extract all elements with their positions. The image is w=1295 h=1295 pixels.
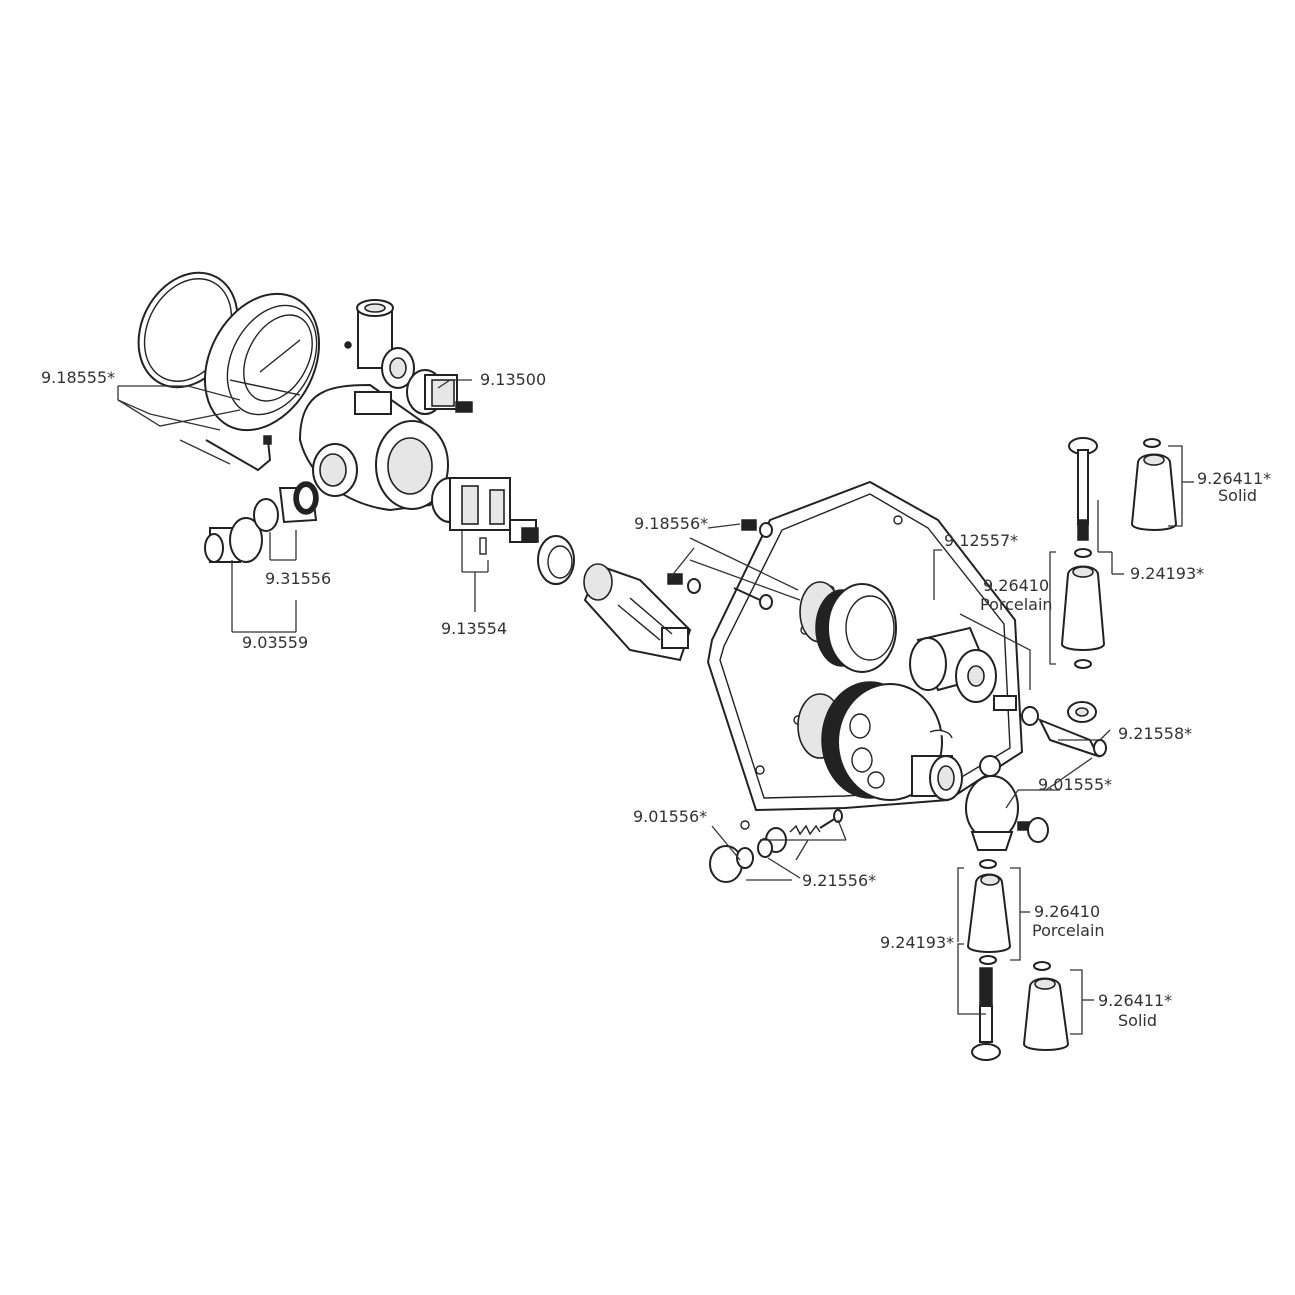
label-9-21556: 9.21556* xyxy=(802,871,876,890)
solid-handle-upper xyxy=(1130,453,1178,531)
solid-handle-lower xyxy=(1022,977,1070,1051)
label-9-26410-top: 9.26410 xyxy=(983,576,1049,595)
o-ring-upper-a xyxy=(1074,548,1092,558)
label-9-13554: 9.13554 xyxy=(441,619,507,638)
label-9-18556: 9.18556* xyxy=(634,514,708,533)
label-9-26411-top-solid: Solid xyxy=(1218,486,1257,505)
label-9-31556: 9.31556 xyxy=(265,569,331,588)
check-cartridge-upper xyxy=(406,369,473,415)
o-ring-lower-a xyxy=(979,859,997,869)
valve-body xyxy=(298,299,449,512)
insert-sleeve xyxy=(278,481,319,524)
allen-key xyxy=(205,435,272,472)
label-9-24193-top: 9.24193* xyxy=(1130,564,1204,583)
fixing-screws xyxy=(667,519,773,610)
label-9-18555: 9.18555* xyxy=(41,368,115,387)
label-9-26410-bottom: 9.26410 xyxy=(1034,902,1100,921)
o-ring-lower-b xyxy=(979,955,997,965)
blanking-knob xyxy=(709,845,754,883)
small-o-ring xyxy=(253,498,279,532)
thermostatic-body xyxy=(797,681,963,801)
o-ring-solid-lower xyxy=(1033,961,1051,971)
lever-rod-upper xyxy=(1068,437,1098,541)
union-fitting xyxy=(204,517,263,563)
label-9-24193-bottom: 9.24193* xyxy=(880,933,954,952)
flow-control-collar xyxy=(799,581,897,673)
o-ring-solid-upper xyxy=(1143,438,1161,448)
part-labels: 9.18555* 9.13500 9.31556 9.03559 9.13554… xyxy=(41,368,1271,1030)
porcelain-handle-upper xyxy=(1060,565,1106,651)
spindle-extension xyxy=(583,563,692,662)
porcelain-sleeve-upper xyxy=(909,626,997,703)
label-9-03559: 9.03559 xyxy=(242,633,308,652)
porcelain-handle-lower xyxy=(966,873,1012,953)
leader-lines xyxy=(117,379,1194,1035)
lever-adaptor xyxy=(993,695,1107,758)
label-9-26411-top: 9.26411* xyxy=(1197,469,1271,488)
label-9-26410-top-porcelain: Porcelain xyxy=(980,595,1053,614)
label-9-13500: 9.13500 xyxy=(480,370,546,389)
shroud-ring xyxy=(203,292,321,432)
label-9-26410-bottom-porcelain: Porcelain xyxy=(1032,921,1105,940)
lever-rod-lower xyxy=(971,967,1001,1061)
label-9-01556: 9.01556* xyxy=(633,807,707,826)
label-9-01555: 9.01555* xyxy=(1038,775,1112,794)
thermostatic-cartridge xyxy=(431,477,539,555)
spring-stem xyxy=(789,809,843,836)
label-9-12557: 9.12557* xyxy=(944,531,1018,550)
label-9-26411-bottom: 9.26411* xyxy=(1098,991,1172,1010)
label-9-21558: 9.21558* xyxy=(1118,724,1192,743)
check-seat xyxy=(757,827,787,858)
locking-nut xyxy=(537,535,575,585)
lever-hub xyxy=(965,755,1049,851)
o-ring-upper-b xyxy=(1074,659,1092,669)
label-9-26411-bottom-solid: Solid xyxy=(1118,1011,1157,1030)
